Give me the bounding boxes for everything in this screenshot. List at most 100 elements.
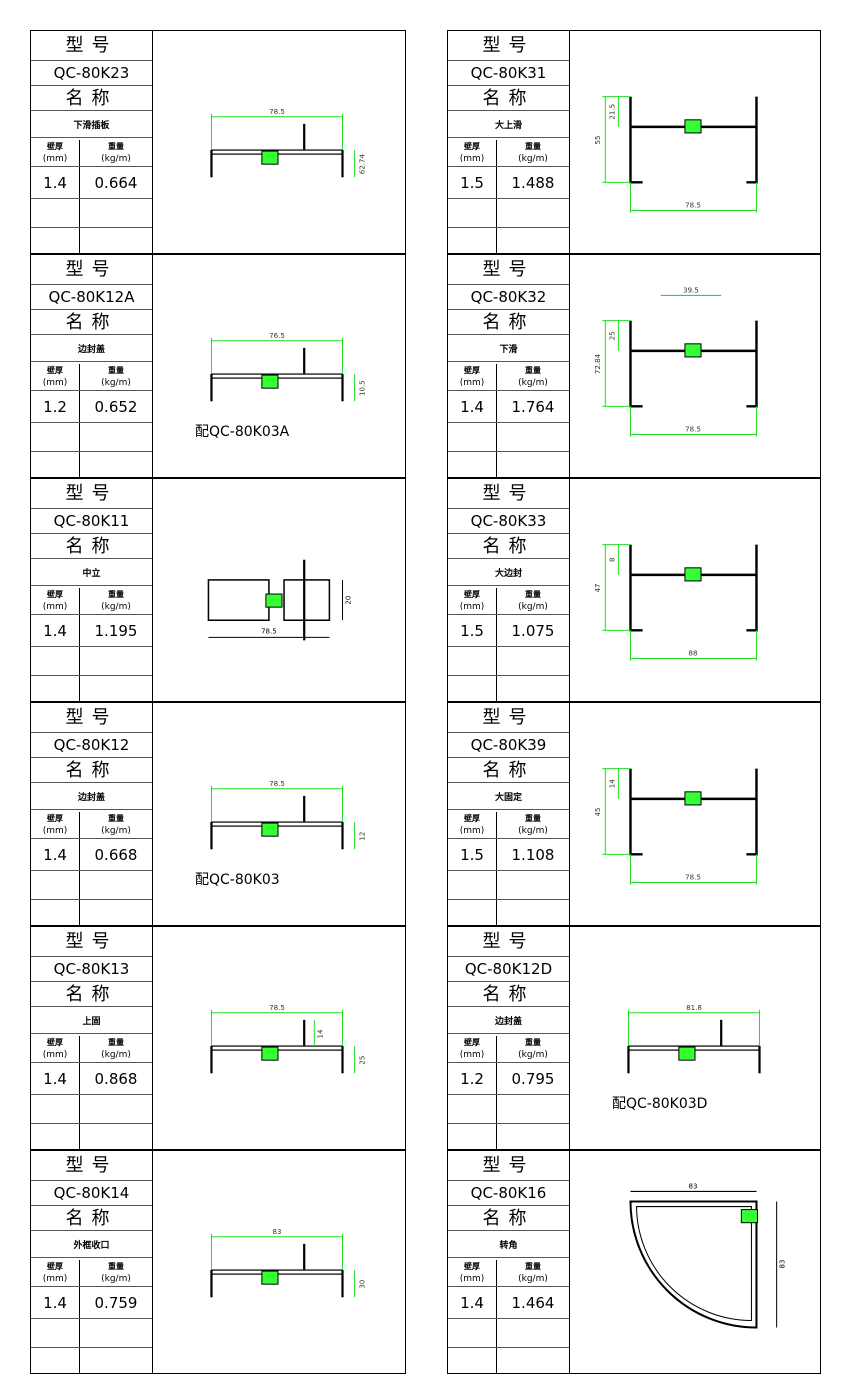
profile-name: 大边封 <box>448 559 569 586</box>
weight-label: 重量 <box>525 142 541 151</box>
model-header: 型号 <box>31 31 152 61</box>
weight-value: 1.195 <box>94 622 138 640</box>
weight-unit: (kg/m) <box>518 1050 548 1060</box>
thickness-label: 壁厚 <box>464 1262 480 1271</box>
model-number: QC-80K12 <box>31 733 152 758</box>
weight-unit: (kg/m) <box>518 826 548 836</box>
empty-row <box>31 1124 152 1149</box>
profile-body <box>629 768 758 856</box>
column-labels: 壁厚(mm)重量(kg/m) <box>31 810 152 839</box>
empty-cell <box>448 647 497 675</box>
gasket-insert <box>684 567 702 582</box>
empty-cell <box>31 423 80 451</box>
thickness-value: 1.5 <box>448 167 497 198</box>
weight-value: 0.652 <box>94 398 138 416</box>
gasket-insert <box>261 1270 279 1285</box>
empty-cell <box>448 871 497 899</box>
empty-row <box>448 199 569 228</box>
dimension-label: 25 <box>358 1056 367 1065</box>
thickness-unit: (mm) <box>459 1274 485 1284</box>
dimension-label: 62.74 <box>358 154 367 175</box>
thickness-label-cell: 壁厚(mm) <box>448 812 497 838</box>
weight-label: 重量 <box>108 1262 124 1271</box>
model-header: 型号 <box>31 1151 152 1181</box>
weight-label-cell: 重量(kg/m) <box>80 812 152 838</box>
gasket-insert <box>261 1046 279 1061</box>
dimension-label: 10.5 <box>358 380 367 396</box>
thickness-value: 1.4 <box>31 1063 80 1094</box>
model-number: QC-80K11 <box>31 509 152 534</box>
weight-label: 重量 <box>525 366 541 375</box>
profile-name: 下滑插板 <box>31 111 152 138</box>
empty-row <box>448 900 569 925</box>
gasket-insert <box>740 1209 758 1224</box>
empty-cell <box>497 900 569 925</box>
empty-row <box>448 871 569 900</box>
name-header: 名称 <box>448 982 569 1007</box>
dimension-label: 45 <box>593 807 602 816</box>
empty-cell <box>497 228 569 253</box>
empty-cell <box>448 1095 497 1123</box>
empty-row <box>448 228 569 253</box>
empty-cell <box>497 1095 569 1123</box>
weight-label: 重量 <box>108 814 124 823</box>
weight-label-cell: 重量(kg/m) <box>80 140 152 166</box>
profile-name: 大固定 <box>448 783 569 810</box>
empty-row <box>31 647 152 676</box>
thickness-unit: (mm) <box>459 378 485 388</box>
empty-cell <box>497 1319 569 1347</box>
weight-unit: (kg/m) <box>101 1050 131 1060</box>
dimension-label: 8 <box>607 558 616 562</box>
dimension-label: 78.5 <box>269 1003 285 1012</box>
profile-name: 下滑 <box>448 335 569 362</box>
empty-cell <box>80 1124 152 1149</box>
column-labels: 壁厚(mm)重量(kg/m) <box>448 810 569 839</box>
empty-cell <box>31 900 80 925</box>
empty-cell <box>497 423 569 451</box>
empty-cell <box>31 1124 80 1149</box>
weight-unit: (kg/m) <box>518 1274 548 1284</box>
thickness-label: 壁厚 <box>47 590 63 599</box>
name-header: 名称 <box>31 310 152 335</box>
profile-name: 上固 <box>31 1007 152 1034</box>
thickness-label-cell: 壁厚 (mm) <box>448 1260 497 1286</box>
empty-cell <box>31 647 80 675</box>
model-number: QC-80K14 <box>31 1181 152 1206</box>
empty-cell <box>497 871 569 899</box>
empty-cell <box>80 900 152 925</box>
dimension-label: 30 <box>358 1279 367 1288</box>
profile-name: 边封盖 <box>31 783 152 810</box>
dimension-label: 47 <box>593 583 602 592</box>
empty-cell <box>31 1095 80 1123</box>
empty-row <box>31 452 152 477</box>
thickness-unit: (mm) <box>459 826 485 836</box>
empty-row <box>31 1095 152 1124</box>
weight-label-cell: 重量(kg/m) <box>497 1036 569 1062</box>
profile-cross-section: 76.5 10.5 <box>210 331 367 402</box>
empty-cell <box>31 199 80 227</box>
dimension-label: 88 <box>688 649 697 658</box>
weight-value: 1.108 <box>511 846 555 864</box>
profile-drawing: 78.5 25 14 <box>153 927 405 1149</box>
profile-body <box>283 579 331 621</box>
dimension-label: 14 <box>315 1029 324 1038</box>
dimension-label: 76.5 <box>269 331 285 340</box>
thickness-unit: (mm) <box>42 378 68 388</box>
thickness-value: 1.4 <box>31 615 80 646</box>
thickness-label: 壁厚 <box>47 366 63 375</box>
weight-label: 重量 <box>108 142 124 151</box>
profile-cross-section: 88 47 8 <box>593 544 758 661</box>
column-labels: 壁厚(mm)重量(kg/m) <box>31 362 152 391</box>
